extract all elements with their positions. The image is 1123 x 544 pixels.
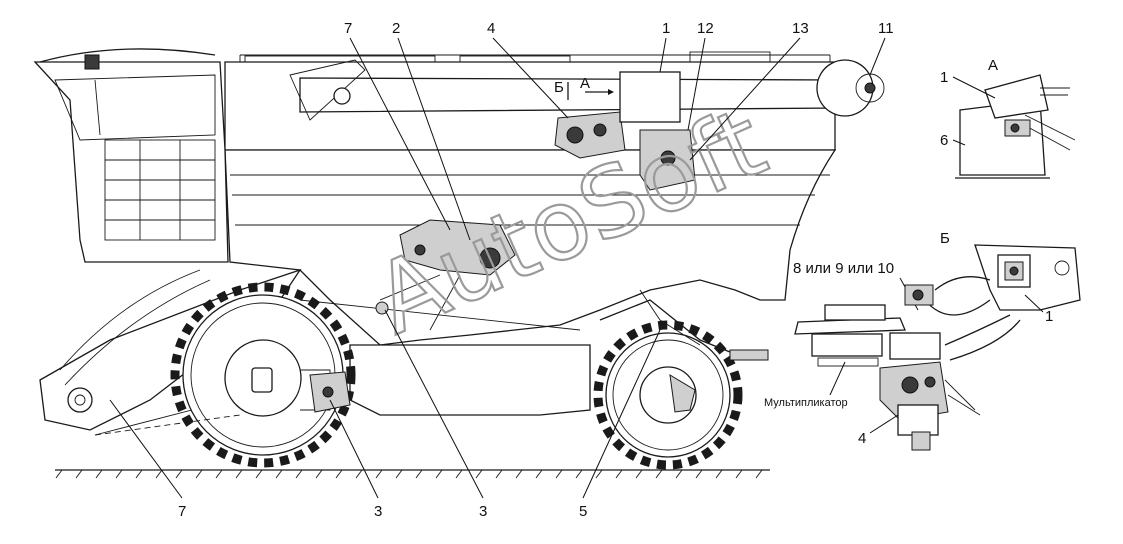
view-b-callout-4: 4 xyxy=(858,430,866,447)
callout-11: 11 xyxy=(878,20,894,37)
ground-line xyxy=(55,469,770,479)
callout-5: 5 xyxy=(579,503,587,520)
view-a-title: А xyxy=(988,57,998,74)
view-a-callout-6: 6 xyxy=(940,132,948,149)
hydraulic-unit-middle xyxy=(375,219,516,331)
callout-2: 2 xyxy=(392,20,400,37)
callout-4: 4 xyxy=(487,20,495,37)
view-b-callout-1: 1 xyxy=(1045,308,1053,325)
callout-13: 13 xyxy=(792,20,809,37)
callouts-top: 7 2 4 1 12 13 11 xyxy=(344,20,894,37)
callouts-bottom: 7 3 3 5 xyxy=(178,503,587,520)
hydraulic-unit-front xyxy=(309,371,351,413)
combine-side-view xyxy=(33,48,885,479)
multiplier-label: Мультипликатор xyxy=(764,397,848,409)
hydraulic-unit-engine xyxy=(554,71,696,191)
section-mark-b: Б xyxy=(554,79,564,96)
section-mark-a: А xyxy=(580,75,590,92)
view-a-callout-1: 1 xyxy=(940,69,948,86)
callout-1: 1 xyxy=(662,20,670,37)
railing xyxy=(104,139,216,241)
front-wheel xyxy=(170,282,356,468)
section-marks: Б А xyxy=(554,75,614,100)
callout-3-middle: 3 xyxy=(479,503,487,520)
view-b-title: Б xyxy=(940,230,950,247)
callout-7-top: 7 xyxy=(344,20,352,37)
combine-body xyxy=(224,149,837,416)
leader-lines xyxy=(109,37,886,499)
rear-wheel xyxy=(593,320,743,470)
callout-7-bottom: 7 xyxy=(178,503,186,520)
callout-3-front: 3 xyxy=(374,503,382,520)
view-b: Б 8 или 9 или 10 Мультипликатор 1 xyxy=(764,230,1081,451)
callout-12: 12 xyxy=(697,20,714,37)
view-b-variant-label: 8 или 9 или 10 xyxy=(793,260,894,277)
view-a: А 1 6 xyxy=(940,57,1076,179)
cab xyxy=(33,48,229,263)
rear-axle-linkage xyxy=(599,289,769,361)
